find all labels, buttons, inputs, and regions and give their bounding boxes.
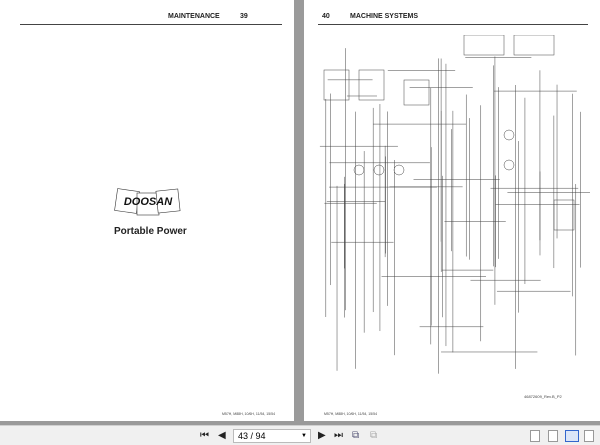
schematic-line: [503, 129, 515, 141]
viewer-toolbar: ⏮ ◀ 43 / 94 ▼ ▶ ⏭ ⧉ ⧉: [0, 425, 600, 445]
two-page-icon[interactable]: [565, 430, 579, 442]
page-number: 39: [240, 13, 248, 20]
dropdown-icon[interactable]: ▼: [301, 433, 307, 439]
page-40: 40 MACHINE SYSTEMS 46872609_Rev.B_P2 M57…: [304, 0, 600, 421]
header-rule: [318, 24, 588, 25]
schematic-line: [353, 164, 365, 176]
page-footer: M57H, M88H, 10/6H, 11/54, 15/54: [324, 412, 378, 416]
schematic-line: [393, 164, 405, 176]
doosan-logo: DOOSAN: [114, 188, 181, 216]
fit-width-icon[interactable]: ⧉: [370, 430, 378, 441]
schematic-line: [463, 35, 505, 56]
schematic-line: [503, 159, 515, 171]
portable-power-text: Portable Power: [114, 226, 187, 237]
schematic-line: [323, 69, 350, 101]
svg-text:DOOSAN: DOOSAN: [124, 196, 173, 208]
wiring-schematic: [319, 35, 590, 374]
section-title: MAINTENANCE: [168, 13, 220, 20]
schematic-line: [513, 35, 555, 56]
continuous-icon[interactable]: [548, 430, 558, 442]
fit-page-icon[interactable]: ⧉: [352, 430, 360, 441]
section-title: MACHINE SYSTEMS: [350, 13, 419, 20]
schematic-line: [373, 164, 385, 176]
page-number-input[interactable]: 43 / 94 ▼: [233, 429, 311, 443]
next-page-icon[interactable]: ▶: [318, 430, 326, 441]
schematic-line: [553, 199, 575, 231]
page-number: 40: [322, 13, 330, 20]
page-indicator: 43 / 94: [238, 431, 266, 441]
page-39: MAINTENANCE 39 DOOSAN Portable Power M57…: [0, 0, 294, 421]
header-rule: [20, 24, 282, 25]
schematic-line: [403, 79, 430, 106]
last-page-icon[interactable]: ⏭: [334, 430, 343, 441]
page-footer: M57H, M88H, 10/6H, 11/54, 15/54: [222, 412, 276, 416]
previous-page-icon[interactable]: ◀: [218, 430, 226, 441]
single-page-icon[interactable]: [530, 430, 540, 442]
schematic-line: [358, 69, 385, 101]
drawing-number: 46872609_Rev.B_P2: [524, 394, 562, 399]
two-page-continuous-icon[interactable]: [584, 430, 594, 442]
first-page-icon[interactable]: ⏮: [200, 430, 209, 441]
